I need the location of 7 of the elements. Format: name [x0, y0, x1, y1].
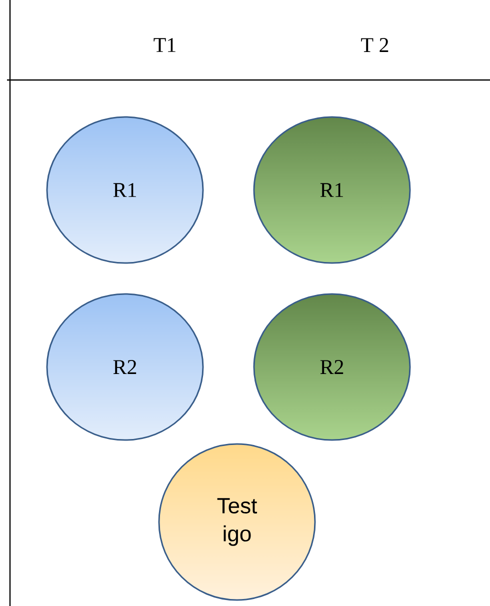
circle-node: R1 [46, 116, 204, 264]
circle-node: R1 [253, 116, 411, 264]
circle-node: Test igo [158, 443, 316, 601]
column-header: T 2 [361, 38, 388, 52]
circle-node: R2 [46, 293, 204, 441]
circle-node: R2 [253, 293, 411, 441]
column-header: T1 [154, 38, 176, 52]
